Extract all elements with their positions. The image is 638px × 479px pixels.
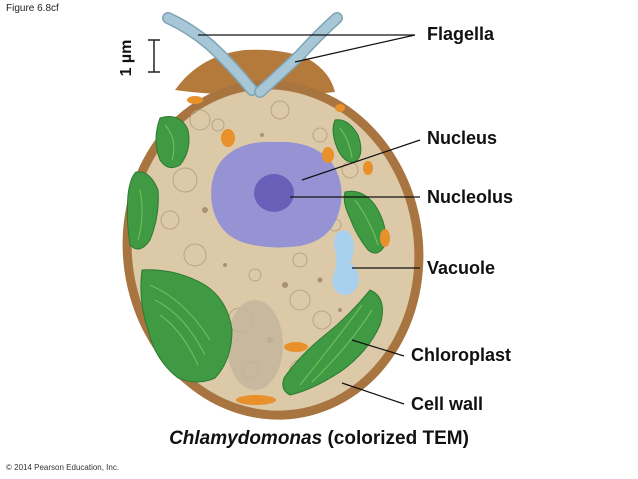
figure-caption: Chlamydomonas (colorized TEM) [0, 428, 638, 450]
figure-label: Figure 6.8cf [6, 3, 59, 14]
leader-nucleus [301, 139, 421, 181]
flagella [162, 12, 343, 98]
leader-lines [198, 34, 421, 405]
caption-method: (colorized TEM) [327, 428, 469, 449]
chloroplast-right-lower [282, 289, 383, 396]
caption-organism: Chlamydomonas [169, 428, 323, 449]
leader-flagella-b [294, 34, 416, 63]
thylakoid-lines [137, 124, 379, 386]
label-cell-wall: Cell wall [411, 394, 484, 414]
leader-cell-wall [341, 382, 405, 405]
label-flagella: Flagella [427, 24, 495, 44]
scale-bar [148, 39, 160, 73]
nucleolus [254, 174, 294, 212]
label-vacuole: Vacuole [427, 258, 496, 278]
leader-chloroplast [351, 339, 405, 357]
copyright-notice: © 2014 Pearson Education, Inc. [6, 463, 120, 472]
label-nucleolus: Nucleolus [427, 187, 514, 207]
vacuole [332, 230, 359, 295]
scale-bar-label: 1 µm [118, 39, 135, 77]
orange-organelles [187, 96, 390, 405]
chloroplast-left-mid [126, 171, 159, 250]
label-nucleus: Nucleus [427, 128, 498, 148]
label-chloroplast: Chloroplast [411, 345, 512, 365]
chloroplast-left-upper [155, 116, 190, 169]
dense-region [227, 300, 283, 390]
